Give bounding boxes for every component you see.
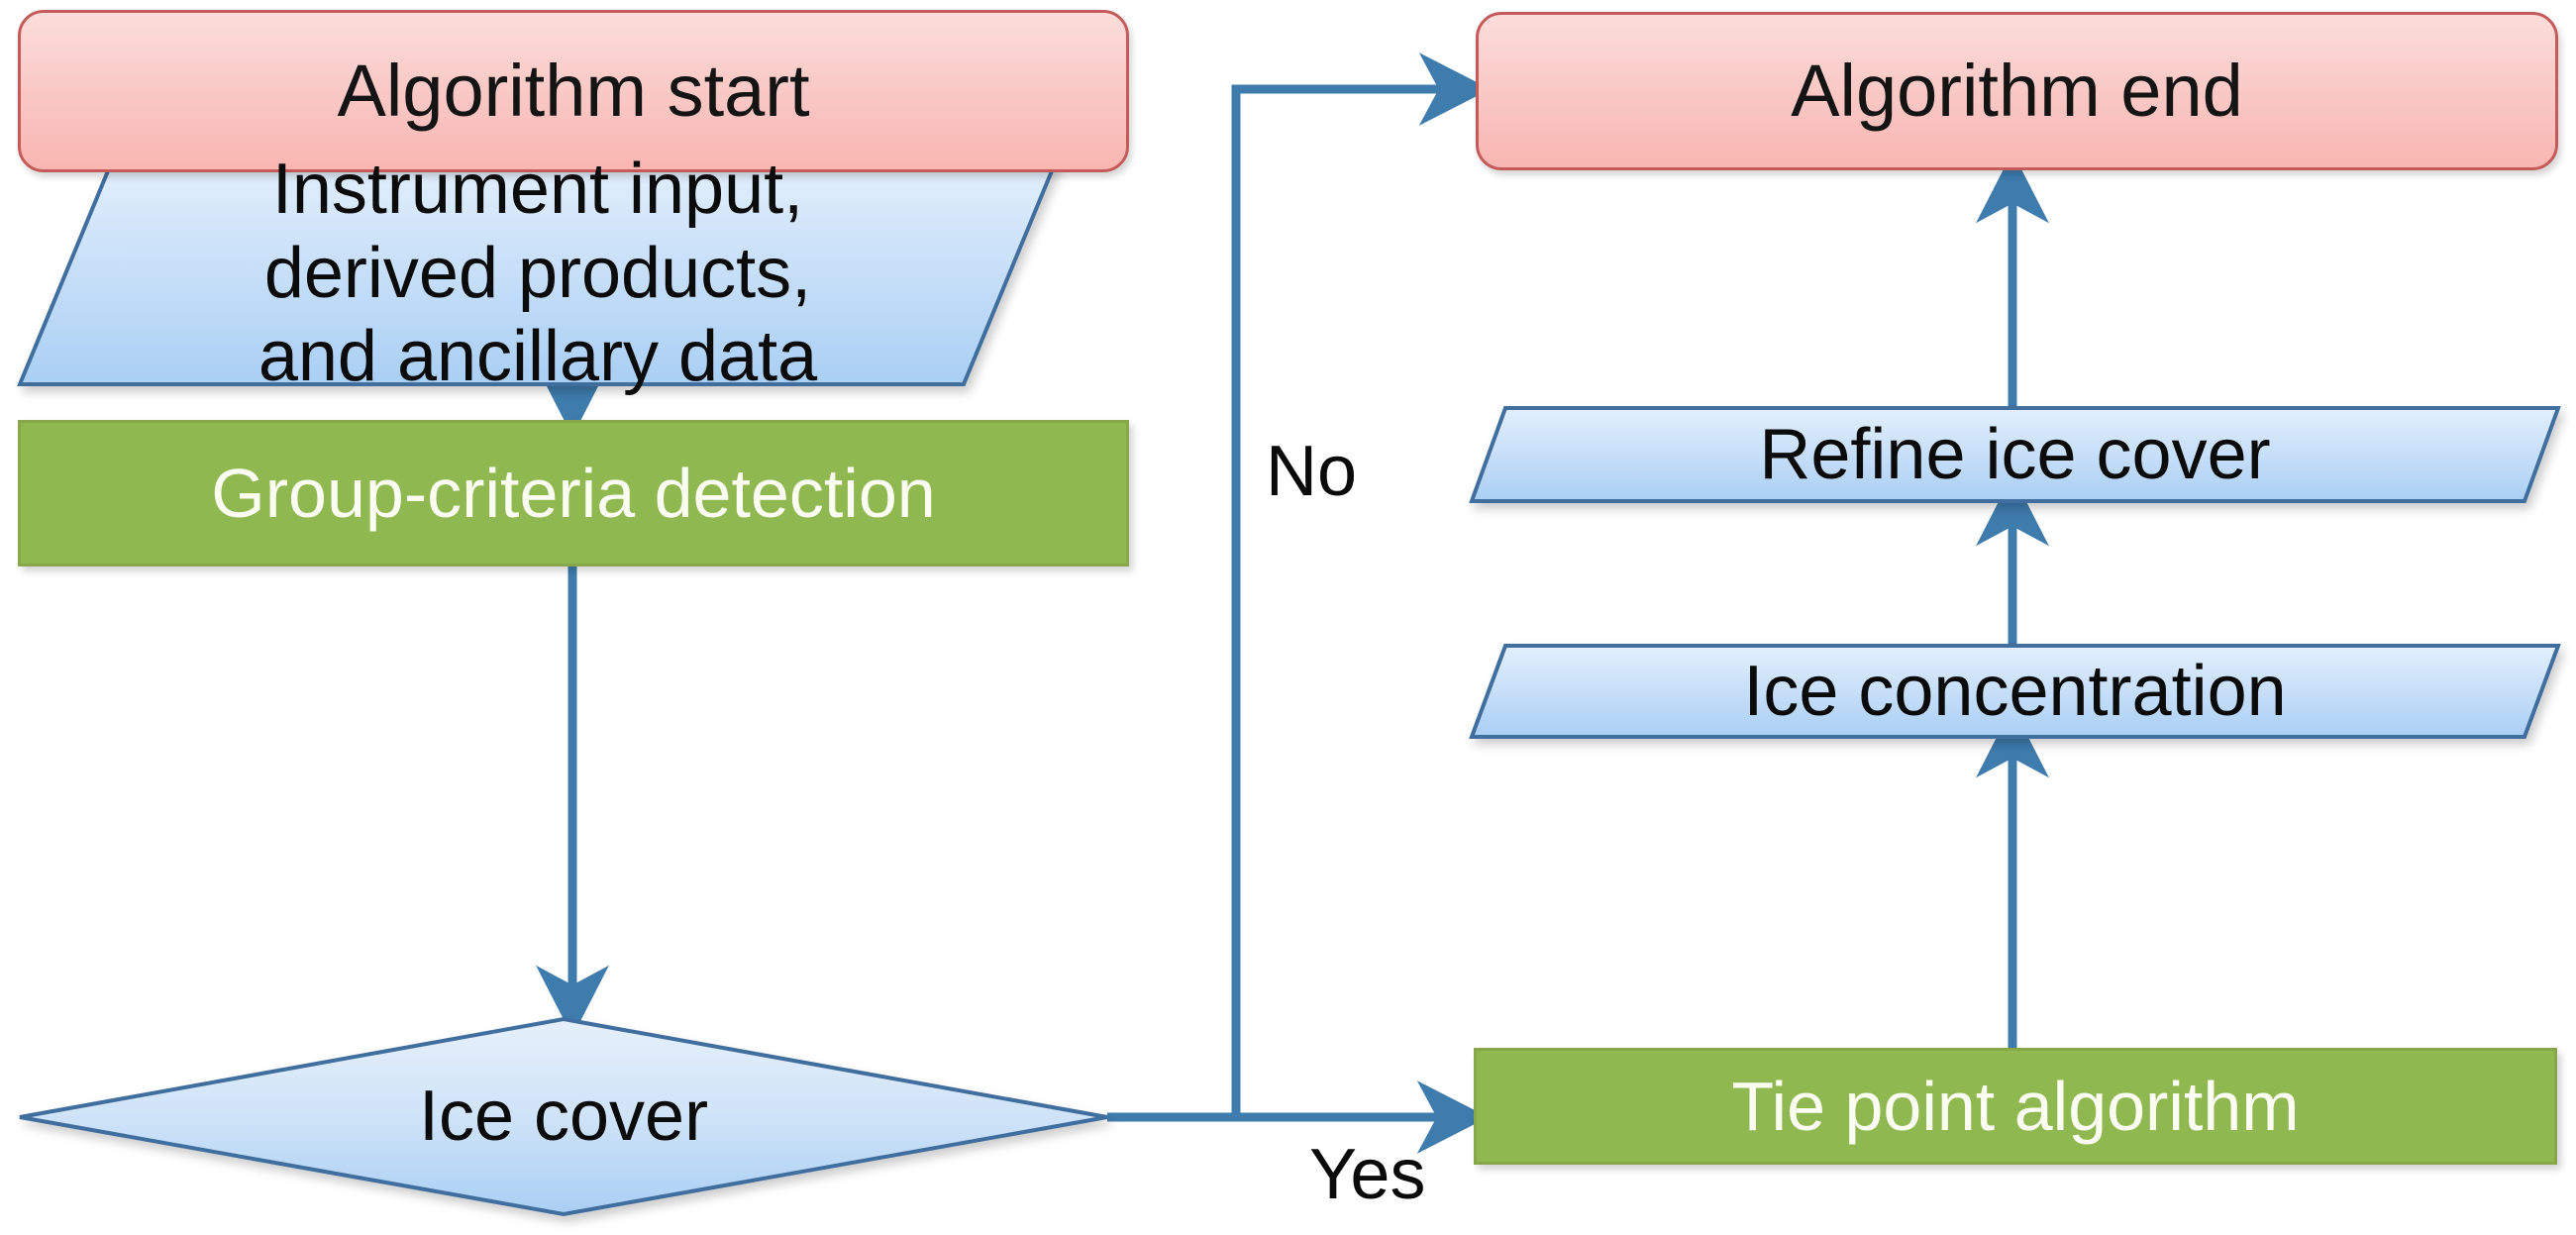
edge-decision-no [1231, 52, 1491, 1117]
ice-concentration-shape [1469, 644, 2561, 739]
node-algorithm-end[interactable]: Algorithm end [1476, 12, 2558, 170]
node-instrument-input-label: Instrument input, derived products, and … [258, 149, 818, 397]
node-ice-concentration-label: Ice concentration [1743, 651, 2287, 731]
node-tie-point-algorithm[interactable]: Tie point algorithm [1474, 1048, 2557, 1165]
node-ice-concentration[interactable]: Ice concentration [1472, 646, 2558, 737]
node-algorithm-end-label: Algorithm end [1791, 49, 2243, 132]
node-ice-cover-decision-label: Ice cover [418, 1077, 709, 1157]
node-tie-point-algorithm-label: Tie point algorithm [1731, 1067, 2300, 1145]
node-group-criteria-detection-label: Group-criteria detection [211, 454, 936, 532]
node-refine-ice-cover[interactable]: Refine ice cover [1472, 408, 2558, 501]
edge-label-yes: Yes [1309, 1135, 1426, 1214]
node-instrument-input[interactable]: Instrument input, derived products, and … [20, 149, 1056, 397]
edge-label-no: No [1266, 432, 1358, 511]
node-algorithm-start-label: Algorithm start [337, 49, 810, 132]
refine-ice-cover-shape [1469, 406, 2561, 503]
ice-cover-shape [19, 1016, 1108, 1217]
node-group-criteria-detection[interactable]: Group-criteria detection [18, 420, 1129, 566]
node-refine-ice-cover-label: Refine ice cover [1759, 414, 2271, 494]
node-ice-cover-decision[interactable]: Ice cover [20, 1019, 1107, 1214]
node-algorithm-start[interactable]: Algorithm start [18, 10, 1129, 172]
